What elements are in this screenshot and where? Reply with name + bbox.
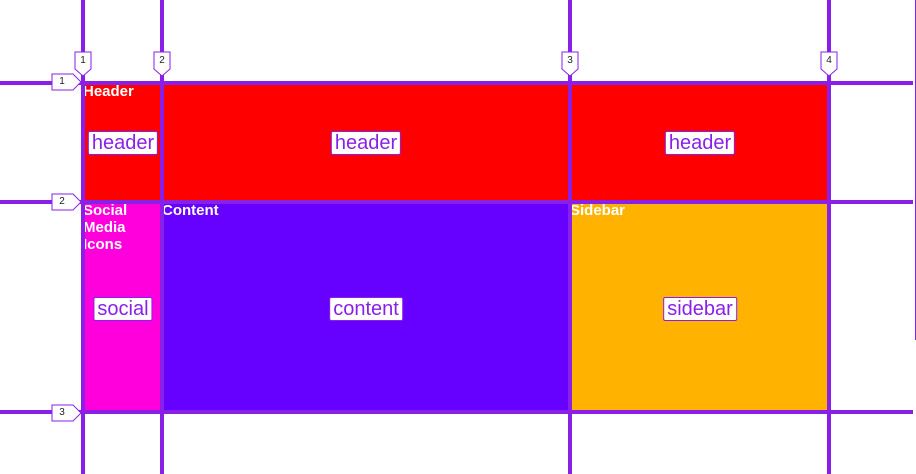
column-line-1 — [81, 0, 85, 474]
column-line-4 — [827, 0, 831, 474]
row-line-1 — [0, 81, 913, 85]
column-line-number-badge: 1 — [74, 51, 92, 77]
header-item-text: Header — [83, 83, 134, 100]
column-line-number-badge: 4 — [820, 51, 838, 77]
column-line-number: 3 — [567, 55, 573, 66]
column-line-number: 4 — [826, 55, 832, 66]
column-line-number: 1 — [80, 55, 86, 66]
row-line-3 — [0, 410, 913, 414]
column-line-number-badge: 2 — [153, 51, 171, 77]
content-item-text: Content — [162, 202, 219, 219]
social-item-text: Social Media Icons — [83, 202, 128, 253]
row-line-number-badge: 1 — [51, 73, 82, 91]
row-line-number: 2 — [59, 196, 65, 207]
column-line-number-badge: 3 — [561, 51, 579, 77]
column-line-2 — [160, 0, 164, 474]
row-line-number: 1 — [59, 76, 65, 87]
area-name-header: header — [664, 131, 736, 155]
column-line-3 — [568, 0, 572, 474]
row-line-number-badge: 3 — [51, 404, 82, 422]
area-name-header: header — [87, 131, 159, 155]
row-line-number-badge: 2 — [51, 193, 82, 211]
row-line-2 — [0, 200, 913, 204]
area-name-content: content — [329, 297, 403, 321]
row-line-number: 3 — [59, 407, 65, 418]
column-line-number: 2 — [159, 55, 165, 66]
area-name-sidebar: sidebar — [663, 297, 737, 321]
area-name-social: social — [93, 297, 153, 321]
sidebar-item-text: Sidebar — [570, 202, 626, 219]
area-name-header: header — [330, 131, 402, 155]
